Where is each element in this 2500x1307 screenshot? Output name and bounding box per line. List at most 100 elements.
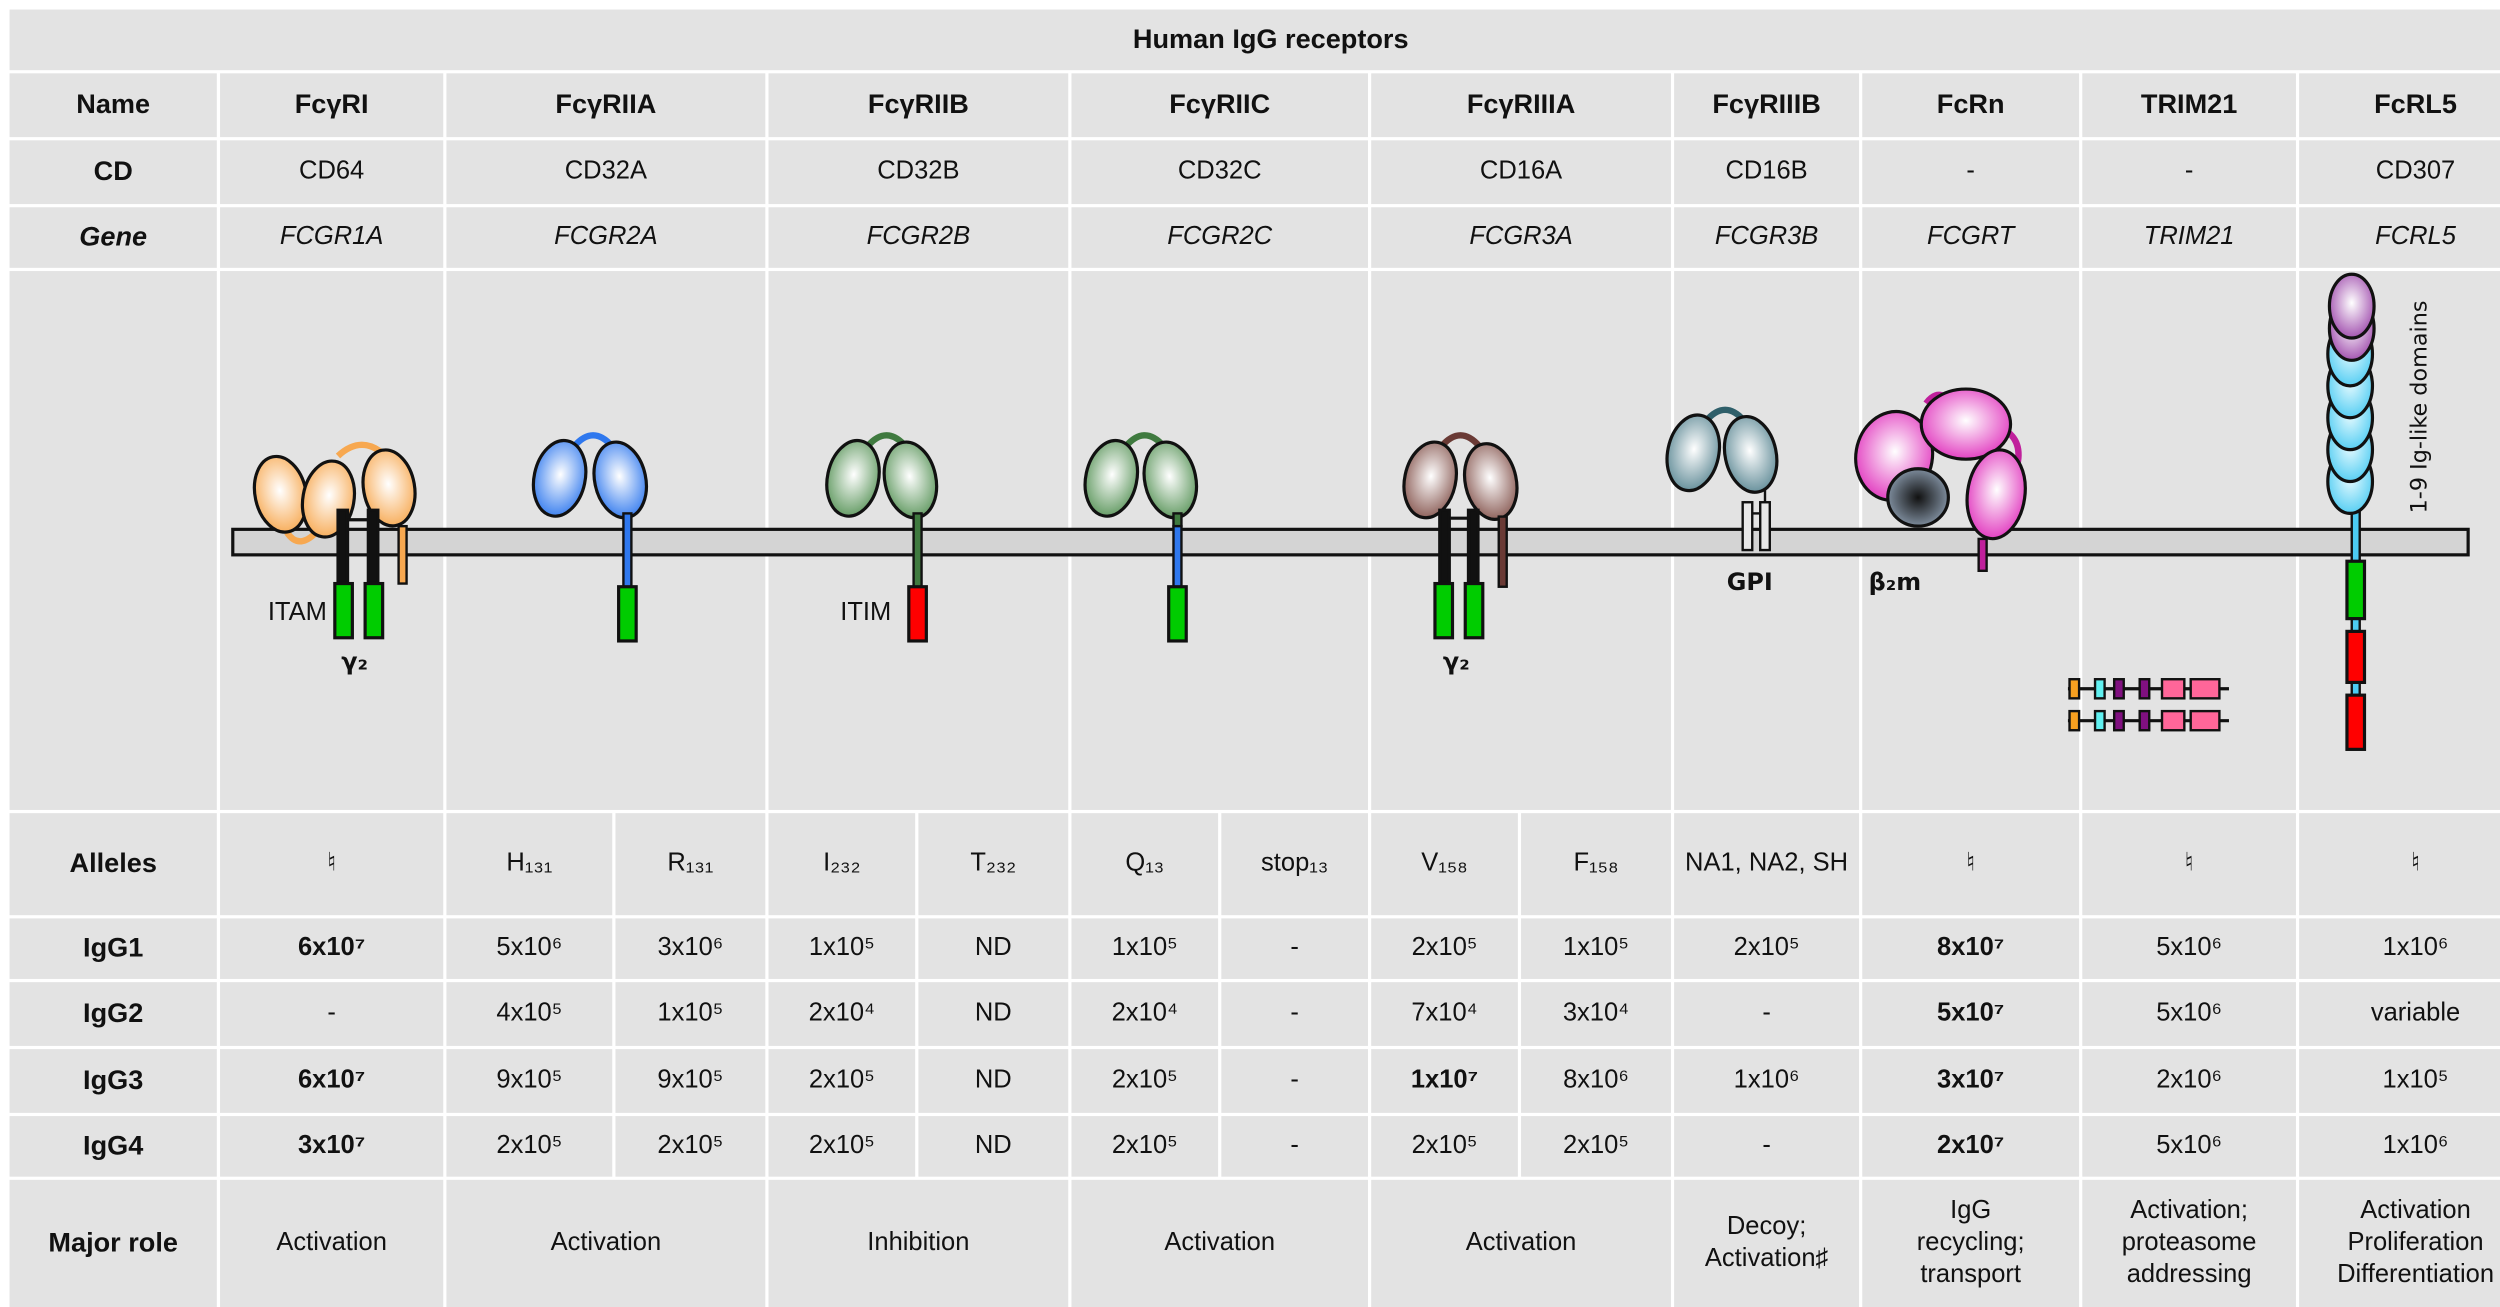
allele-cell: V₁₅₈ <box>1371 813 1518 916</box>
trim21-protein-icon <box>2067 678 2229 732</box>
affinity-cell: ND <box>918 1049 1069 1113</box>
affinity-cell: 1x10⁵ <box>1521 918 1671 979</box>
allele-cell: NA1, NA2, SH <box>1674 813 1860 916</box>
affinity-cell: 8x10⁶ <box>1521 1049 1671 1113</box>
affinity-cell: - <box>1221 918 1368 979</box>
gene-cell: TRIM21 <box>2082 207 2296 268</box>
affinity-cell: 2x10⁵ <box>1521 1116 1671 1177</box>
affinity-cell: 4x10⁵ <box>446 982 613 1046</box>
row-label-igg4: IgG4 <box>9 1116 217 1177</box>
fcgr1-receptor-icon <box>252 441 417 640</box>
cd-cell: CD64 <box>220 140 444 205</box>
row-label-igg1: IgG1 <box>9 918 217 979</box>
cd-cell: CD32B <box>768 140 1069 205</box>
affinity-cell: 2x10⁶ <box>2082 1049 2296 1113</box>
receptor-name: TRIM21 <box>2082 73 2296 138</box>
allele-cell: ♮ <box>2082 813 2296 916</box>
affinity-cell: 1x10⁵ <box>2299 1049 2500 1113</box>
affinity-cell: 1x10⁵ <box>1071 918 1219 979</box>
affinity-cell: 2x10⁵ <box>1371 918 1518 979</box>
affinity-cell: 3x10⁷ <box>1862 1049 2080 1113</box>
affinity-cell: 9x10⁵ <box>446 1049 613 1113</box>
allele-cell: F₁₅₈ <box>1521 813 1671 916</box>
affinity-cell: 6x10⁷ <box>220 918 444 979</box>
affinity-cell: 2x10⁴ <box>1071 982 1219 1046</box>
allele-cell: Q₁₃ <box>1071 813 1219 916</box>
affinity-cell: 5x10⁶ <box>2082 918 2296 979</box>
allele-cell: ♮ <box>220 813 444 916</box>
fcgr2a-receptor-icon <box>531 432 649 643</box>
affinity-cell: 5x10⁶ <box>2082 1116 2296 1177</box>
allele-cell: H₁₃₁ <box>446 813 613 916</box>
gene-cell: FCGR1A <box>220 207 444 268</box>
affinity-cell: 8x10⁷ <box>1862 918 2080 979</box>
affinity-cell: - <box>1674 982 1860 1046</box>
cd-cell: CD16A <box>1371 140 1671 205</box>
gene-cell: FCGR3A <box>1371 207 1671 268</box>
affinity-cell: - <box>1221 982 1368 1046</box>
affinity-cell: 1x10⁶ <box>1674 1049 1860 1113</box>
cd-cell: CD32C <box>1071 140 1368 205</box>
b2m-label: β₂m <box>1869 568 1922 596</box>
affinity-cell: 5x10⁶ <box>446 918 613 979</box>
affinity-cell: 2x10⁷ <box>1862 1116 2080 1177</box>
affinity-cell: 9x10⁵ <box>615 1049 766 1113</box>
affinity-cell: ND <box>918 1116 1069 1177</box>
receptor-name: FcRL5 <box>2299 73 2500 138</box>
affinity-cell: 2x10⁵ <box>1674 918 1860 979</box>
cd-cell: CD307 <box>2299 140 2500 205</box>
affinity-cell: - <box>220 982 444 1046</box>
receptor-name: FcγRIIIB <box>1674 73 1860 138</box>
affinity-cell: 2x10⁵ <box>1371 1116 1518 1177</box>
receptor-name: FcγRI <box>220 73 444 138</box>
gene-cell: FCRL5 <box>2299 207 2500 268</box>
gpi-label: GPI <box>1727 568 1773 596</box>
affinity-cell: 1x10⁷ <box>1371 1049 1518 1113</box>
gamma2-label: γ₂ <box>341 648 368 676</box>
affinity-cell: 3x10⁴ <box>1521 982 1671 1046</box>
fcgr2c-receptor-icon <box>1083 432 1199 643</box>
row-label-cd: CD <box>9 140 217 205</box>
receptor-name: FcγRIIB <box>768 73 1069 138</box>
affinity-cell: 5x10⁷ <box>1862 982 2080 1046</box>
fcrl5-receptor-icon <box>2326 272 2376 751</box>
receptor-name: FcγRIIC <box>1071 73 1368 138</box>
row-label-alleles: Alleles <box>9 813 217 916</box>
affinity-cell: 1x10⁵ <box>768 918 916 979</box>
allele-cell: I₂₃₂ <box>768 813 916 916</box>
row-label-igg3: IgG3 <box>9 1049 217 1113</box>
fcrn-receptor-icon <box>1854 387 2027 572</box>
affinity-cell: ND <box>918 982 1069 1046</box>
gene-cell: FCGR2B <box>768 207 1069 268</box>
affinity-cell: 2x10⁵ <box>1071 1116 1219 1177</box>
fcgr3a-receptor-icon <box>1402 432 1519 640</box>
affinity-cell: 2x10⁴ <box>768 982 916 1046</box>
gene-cell: FCGR3B <box>1674 207 1860 268</box>
affinity-cell: 3x10⁶ <box>615 918 766 979</box>
affinity-cell: 1x10⁵ <box>615 982 766 1046</box>
affinity-cell: variable <box>2299 982 2500 1046</box>
affinity-cell: 2x10⁵ <box>1071 1049 1219 1113</box>
row-label-gene: Gene <box>9 207 217 268</box>
itam-label: ITAM <box>268 598 327 626</box>
affinity-cell: ND <box>918 918 1069 979</box>
affinity-cell: - <box>1221 1049 1368 1113</box>
allele-cell: T₂₃₂ <box>918 813 1069 916</box>
receptor-name: FcγRIIA <box>446 73 766 138</box>
fcgr3b-receptor-icon <box>1665 406 1779 552</box>
affinity-cell: 5x10⁶ <box>2082 982 2296 1046</box>
cd-cell: - <box>1862 140 2080 205</box>
affinity-cell: 2x10⁵ <box>446 1116 613 1177</box>
cd-cell: CD16B <box>1674 140 1860 205</box>
diagram-label-cell <box>9 271 217 810</box>
table-title: Human IgG receptors <box>9 9 2500 71</box>
gene-cell: FCGR2A <box>446 207 766 268</box>
affinity-cell: 2x10⁵ <box>768 1116 916 1177</box>
cd-cell: CD32A <box>446 140 766 205</box>
gamma2-label: γ₂ <box>1443 648 1470 676</box>
ig-receptor-table: Human IgG receptors Name FcγRI FcγRIIA F… <box>9 9 2500 1307</box>
ig-domains-label: 1-9 Ig-like domains <box>2407 301 2433 514</box>
affinity-cell: 1x10⁶ <box>2299 918 2500 979</box>
gene-cell: FCGR2C <box>1071 207 1368 268</box>
affinity-cell: 7x10⁴ <box>1371 982 1518 1046</box>
